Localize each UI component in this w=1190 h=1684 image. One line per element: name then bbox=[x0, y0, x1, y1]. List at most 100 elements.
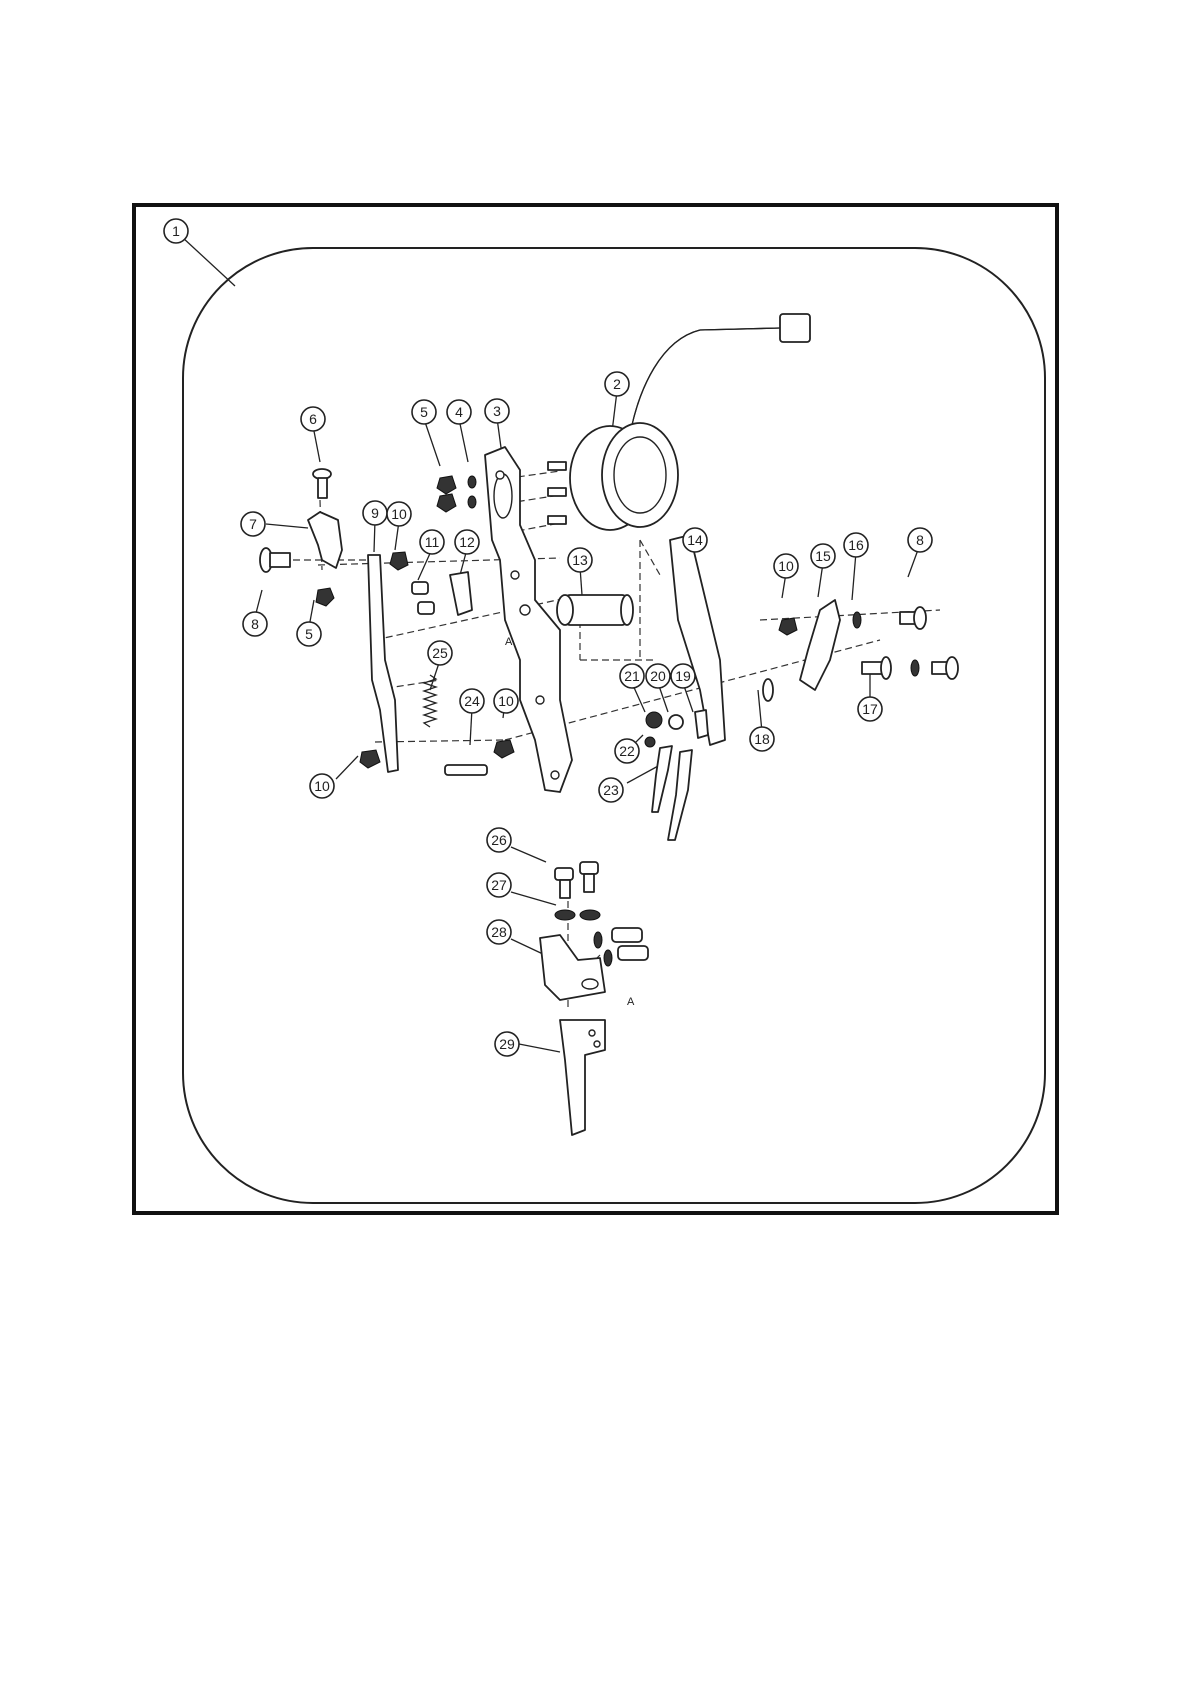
bushing-21 bbox=[646, 712, 662, 728]
long-lever bbox=[368, 555, 398, 772]
washer-20 bbox=[669, 715, 683, 729]
callout-number: 18 bbox=[754, 731, 770, 747]
washer-18 bbox=[763, 679, 773, 701]
callout-number: 26 bbox=[491, 832, 507, 848]
callout-number: 28 bbox=[491, 924, 507, 940]
callout-c24: 24 bbox=[460, 689, 484, 713]
callout-c26: 26 bbox=[487, 828, 511, 852]
callout-number: 13 bbox=[572, 552, 588, 568]
callout-number: 5 bbox=[305, 626, 313, 642]
screws-11 bbox=[412, 582, 434, 614]
callout-number: 17 bbox=[862, 701, 878, 717]
callout-number: 19 bbox=[675, 668, 691, 684]
spacer-19 bbox=[695, 710, 708, 738]
upper-link bbox=[308, 512, 342, 568]
callout-number: 8 bbox=[916, 532, 924, 548]
callout-number: 5 bbox=[420, 404, 428, 420]
callout-c28: 28 bbox=[487, 920, 511, 944]
callout-number: 8 bbox=[251, 616, 259, 632]
callout-c18: 18 bbox=[750, 727, 774, 751]
callout-c20: 20 bbox=[646, 664, 670, 688]
callout-c2: 2 bbox=[605, 372, 629, 396]
screw-pair-side bbox=[612, 928, 648, 960]
callout-number: 10 bbox=[778, 558, 794, 574]
callout-number: 14 bbox=[687, 532, 703, 548]
right-screw bbox=[900, 607, 926, 629]
callout-number: 10 bbox=[314, 778, 330, 794]
callout-c25: 25 bbox=[428, 641, 452, 665]
washer-16 bbox=[853, 612, 861, 628]
callout-number: 4 bbox=[455, 404, 463, 420]
callout-c16: 16 bbox=[844, 533, 868, 557]
blade-23a bbox=[652, 746, 672, 812]
pin bbox=[313, 469, 331, 498]
callout-c19: 19 bbox=[671, 664, 695, 688]
pin-24 bbox=[445, 765, 487, 775]
callout-c5a: 5 bbox=[412, 400, 436, 424]
callout-c10d: 10 bbox=[494, 689, 518, 713]
callout-c8b: 8 bbox=[908, 528, 932, 552]
callout-number: 22 bbox=[619, 743, 635, 759]
callout-c5b: 5 bbox=[297, 622, 321, 646]
callout-c13: 13 bbox=[568, 548, 592, 572]
blade-23b bbox=[668, 750, 692, 840]
callout-c27: 27 bbox=[487, 873, 511, 897]
callout-number: 20 bbox=[650, 668, 666, 684]
assembly-dashes bbox=[260, 471, 940, 1010]
nut-lower bbox=[316, 588, 334, 606]
left-screw bbox=[260, 548, 290, 572]
callout-number: 10 bbox=[498, 693, 514, 709]
callout-c6: 6 bbox=[301, 407, 325, 431]
callout-c11: 11 bbox=[420, 530, 444, 554]
shaft-13 bbox=[557, 595, 633, 625]
nut-10c bbox=[494, 740, 514, 758]
callout-number: 7 bbox=[249, 516, 257, 532]
callout-c4: 4 bbox=[447, 400, 471, 424]
bracket-15 bbox=[800, 600, 840, 690]
callout-number: 25 bbox=[432, 645, 448, 661]
callout-number: 16 bbox=[848, 537, 864, 553]
screw-22 bbox=[645, 737, 655, 747]
callout-c17: 17 bbox=[858, 697, 882, 721]
callout-number: 23 bbox=[603, 782, 619, 798]
callout-c8a: 8 bbox=[243, 612, 267, 636]
mark-a-lower: A bbox=[627, 996, 635, 1008]
nut-10d bbox=[779, 618, 797, 635]
callout-c3: 3 bbox=[485, 399, 509, 423]
nut-10b bbox=[360, 750, 380, 768]
block-12 bbox=[450, 572, 472, 615]
callout-number: 21 bbox=[624, 668, 640, 684]
callout-c23: 23 bbox=[599, 778, 623, 802]
callout-number: 3 bbox=[493, 403, 501, 419]
mark-a-upper: A bbox=[505, 636, 513, 648]
callout-number: 29 bbox=[499, 1036, 515, 1052]
bracket-29 bbox=[560, 1020, 605, 1135]
callout-c10a: 10 bbox=[387, 502, 411, 526]
callout-c14: 14 bbox=[683, 528, 707, 552]
callout-number: 6 bbox=[309, 411, 317, 427]
callout-number: 11 bbox=[425, 534, 440, 550]
callout-c21: 21 bbox=[620, 664, 644, 688]
callout-c10b: 10 bbox=[774, 554, 798, 578]
callout-number: 9 bbox=[371, 505, 379, 521]
screws-26 bbox=[555, 862, 598, 898]
nut-5-upper bbox=[437, 476, 456, 494]
spring-25 bbox=[424, 675, 436, 727]
callout-c29: 29 bbox=[495, 1032, 519, 1056]
washers-27 bbox=[555, 910, 600, 920]
callout-number: 12 bbox=[459, 534, 475, 550]
callout-c22: 22 bbox=[615, 739, 639, 763]
callout-number: 1 bbox=[172, 223, 180, 239]
washer-4a bbox=[468, 476, 476, 488]
callout-c15: 15 bbox=[811, 544, 835, 568]
callout-number: 10 bbox=[391, 506, 407, 522]
callout-number: 2 bbox=[613, 376, 621, 392]
callout-c9: 9 bbox=[363, 501, 387, 525]
callout-c1: 1 bbox=[164, 219, 188, 243]
callout-number: 27 bbox=[491, 877, 507, 893]
shoulder-screw-17 bbox=[862, 657, 958, 679]
callout-c10c: 10 bbox=[310, 774, 334, 798]
washer-4b bbox=[468, 496, 476, 508]
nut-5-upper-2 bbox=[437, 494, 456, 512]
